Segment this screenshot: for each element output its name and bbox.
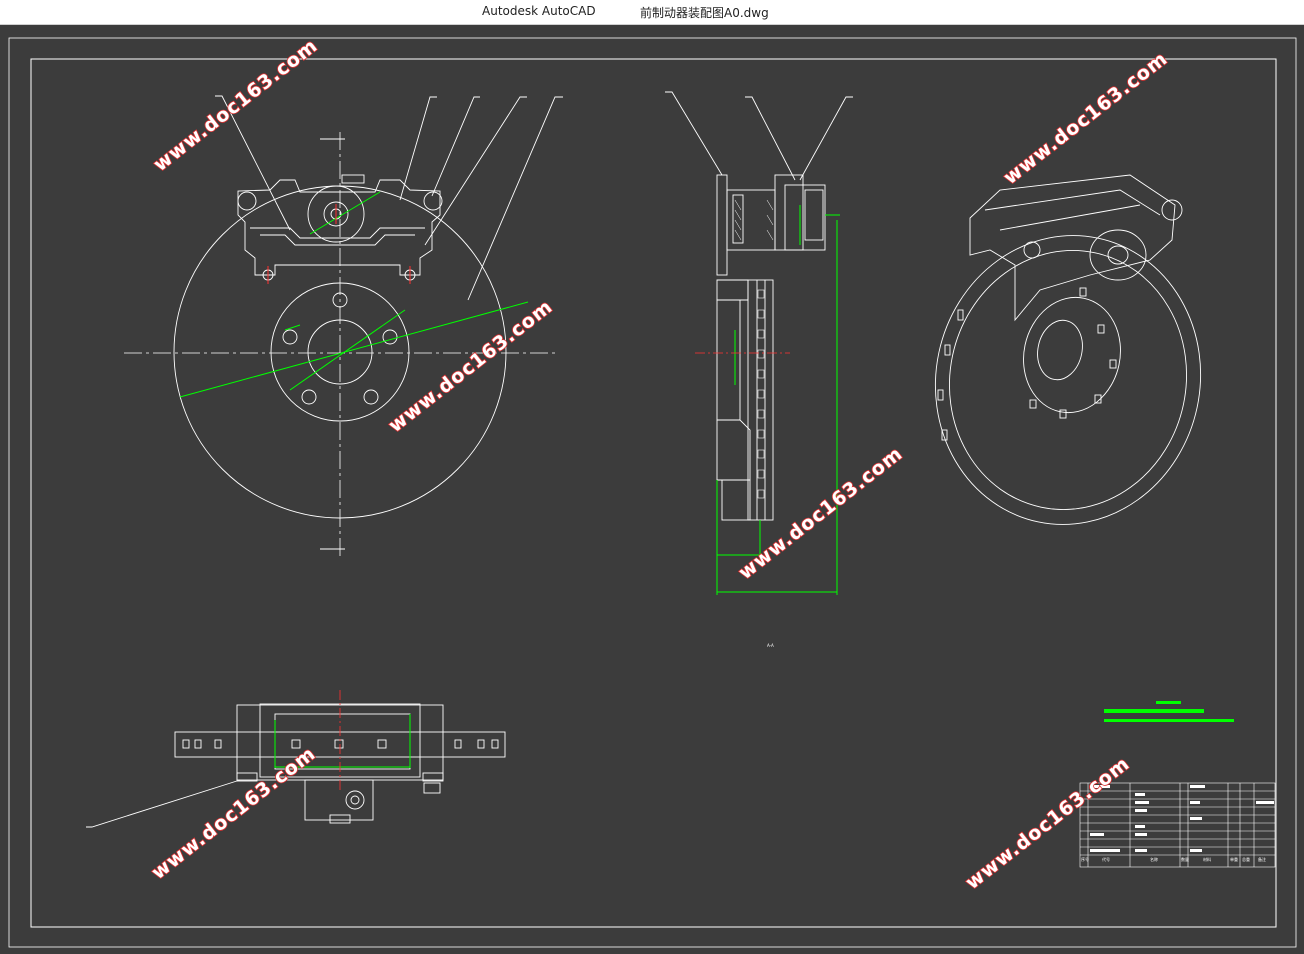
isometric-view xyxy=(934,174,1202,525)
svg-text:备注: 备注 xyxy=(1258,856,1266,862)
cad-drawing: A-A xyxy=(8,34,1297,948)
app-title: Autodesk AutoCAD xyxy=(482,4,596,18)
parts-list-header: 序号 代号 名称 数量 材料 单重 总重 备注 xyxy=(1081,856,1266,862)
watermark-4: www.doc163.com xyxy=(735,442,907,583)
watermark-5: www.doc163.com xyxy=(148,742,320,883)
inner-border xyxy=(30,58,1277,928)
watermark-3: www.doc163.com xyxy=(1000,47,1172,188)
watermark-2: www.doc163.com xyxy=(385,295,557,436)
svg-text:数量: 数量 xyxy=(1181,856,1189,862)
outer-border xyxy=(8,37,1297,948)
window-title-bar: Autodesk AutoCAD 前制动器装配图A0.dwg xyxy=(0,0,1304,25)
svg-text:总重: 总重 xyxy=(1242,856,1250,862)
svg-text:序号: 序号 xyxy=(1081,856,1089,862)
svg-text:材料: 材料 xyxy=(1203,856,1211,862)
side-slots xyxy=(757,289,765,499)
side-view-dimensions xyxy=(716,205,840,595)
svg-text:单重: 单重 xyxy=(1230,856,1238,862)
watermark-1: www.doc163.com xyxy=(150,34,322,175)
bottom-view-dimensions xyxy=(274,714,411,768)
drawing-canvas[interactable]: A-A xyxy=(0,25,1304,954)
svg-text:名称: 名称 xyxy=(1150,856,1158,862)
document-title: 前制动器装配图A0.dwg xyxy=(640,6,769,20)
front-view-dimensions xyxy=(179,191,529,398)
side-section-hatch xyxy=(734,199,774,241)
side-section-view xyxy=(665,91,853,521)
section-markers xyxy=(320,138,345,550)
svg-text:代号: 代号 xyxy=(1102,856,1110,862)
parts-list-text xyxy=(1090,785,1274,852)
section-label: A-A xyxy=(767,643,774,648)
front-view xyxy=(173,95,563,519)
technical-notes xyxy=(1104,701,1234,722)
parts-list xyxy=(1079,782,1276,868)
